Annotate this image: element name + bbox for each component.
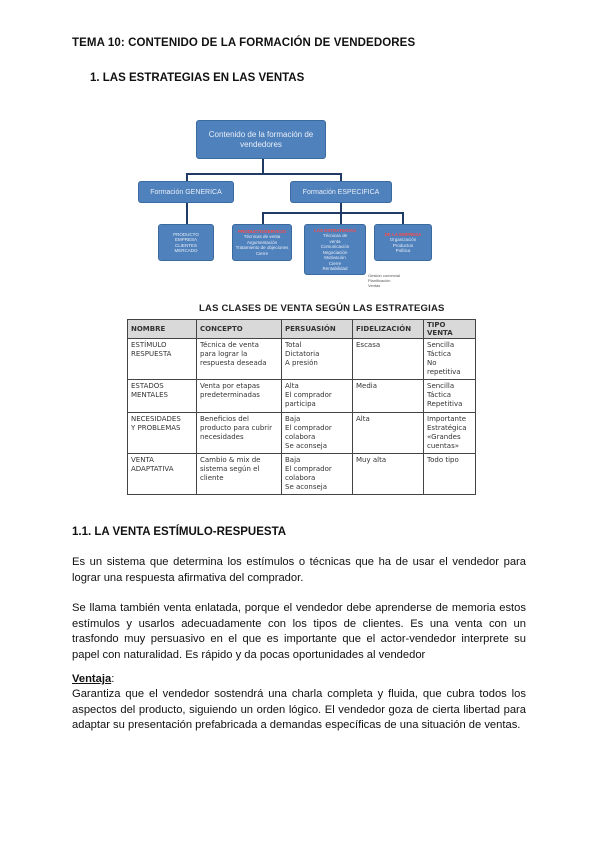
paragraph-ventaja: Garantiza que el vendedor sostendrá una … (72, 688, 526, 731)
diagram-specific-label: Formación ESPECIFICA (302, 188, 380, 196)
side-note-line: Gestión comercial (368, 273, 401, 278)
leaf-text: Cierre (328, 260, 342, 266)
leaf-text: Negociación (322, 249, 348, 255)
leaf-text: Rentabilidad (322, 266, 348, 271)
leaf-text: Argumentación (246, 239, 278, 245)
leaf-heading: LAS ESTRATEGIAS (314, 227, 356, 233)
connector (262, 212, 404, 214)
leaf-text: Técnicas de venta (243, 234, 281, 240)
diagram-leaf-node-2: PRODUCTO/SERVICIO Técnicas de venta Argu… (232, 224, 292, 261)
subsection-heading: 1.1. LA VENTA ESTÍMULO-RESPUESTA (72, 526, 287, 538)
diagram-root-node: Contenido de la formación de vendedores (196, 120, 326, 159)
leaf-text: venta (329, 238, 341, 244)
ventaja-label: Ventaja (72, 673, 112, 685)
diagram-generic-label: Formación GENERICA (150, 188, 222, 196)
paragraph-venta-enlatada: Se llama también venta enlatada, porque … (72, 602, 526, 661)
cell-fidelizacion: Escasa (352, 338, 424, 380)
header-tipo-venta: TIPO VENTA (423, 319, 476, 339)
leaf-text: Cierre (255, 250, 269, 256)
cell-fidelizacion: Media (352, 379, 424, 413)
leaf-text: Comunicación (320, 244, 350, 249)
leaf-text: PRODUCTO (173, 231, 199, 237)
connector (340, 203, 342, 213)
header-fidelizacion: FIDELIZACIÓN (352, 319, 424, 339)
diagram-root-label: Contenido de la formación de vendedores (208, 129, 314, 149)
connector (402, 212, 404, 224)
leaf-text: Tratamiento de objeciones (235, 245, 289, 251)
diagram-leaf-node-3: LAS ESTRATEGIAS Técnicas de venta Comuni… (304, 224, 366, 275)
diagram-side-note: Gestión comercial Planificación Ventas (368, 273, 400, 288)
header-concepto: CONCEPTO (196, 319, 282, 339)
diagram-leaf-node-4: DE LA EMPRESA Organización Productos Pol… (374, 224, 432, 261)
sales-types-table: NOMBRE CONCEPTO PERSUASIÓN FIDELIZACIÓN … (127, 319, 476, 495)
ventaja-colon: : (111, 673, 115, 685)
table-header-row: NOMBRE CONCEPTO PERSUASIÓN FIDELIZACIÓN … (127, 319, 476, 339)
leaf-text: Organización (389, 237, 417, 242)
side-note-line: Planificación (368, 278, 391, 283)
paragraph-definition: Es un sistema que determina los estímulo… (72, 556, 526, 584)
diagram-leaf-node-1: PRODUCTO EMPRESA CLIENTES MERCADO (158, 224, 214, 261)
header-persuasion: PERSUASIÓN (281, 319, 353, 339)
side-note-line: Ventas (368, 283, 381, 288)
cell-tipo: Todo tipo (423, 453, 476, 495)
sales-types-table-figure: LAS CLASES DE VENTA SEGÚN LAS ESTRATEGIA… (127, 303, 476, 495)
connector (262, 212, 264, 224)
connector (186, 173, 188, 181)
connector (340, 212, 342, 224)
table-title: LAS CLASES DE VENTA SEGÚN LAS ESTRATEGIA… (199, 303, 445, 314)
connector (186, 173, 342, 175)
connector (186, 203, 188, 224)
connector (262, 159, 264, 174)
leaf-text: Motivación (324, 255, 346, 260)
leaf-text: MERCADO (174, 248, 198, 253)
document-title: TEMA 10: CONTENIDO DE LA FORMACIÓN DE VE… (72, 37, 416, 49)
section-heading: 1. LAS ESTRATEGIAS EN LAS VENTAS (90, 72, 305, 84)
leaf-heading: PRODUCTO/SERVICIO (237, 228, 287, 234)
leaf-text: CLIENTES (174, 242, 197, 248)
diagram-specific-node: Formación ESPECIFICA (290, 181, 392, 203)
leaf-text: Política (395, 248, 411, 253)
leaf-heading: DE LA EMPRESA (384, 231, 422, 237)
connector (340, 173, 342, 181)
leaf-text: Productos (392, 242, 414, 248)
diagram-generic-node: Formación GENERICA (138, 181, 234, 203)
header-nombre: NOMBRE (127, 319, 197, 339)
cell-fidelizacion: Alta (352, 412, 424, 454)
ventaja-heading: Ventaja: (72, 672, 526, 688)
leaf-text: Técnicas de (322, 233, 348, 238)
cell-fidelizacion: Muy alta (352, 453, 424, 495)
leaf-text: EMPRESA (174, 237, 197, 242)
